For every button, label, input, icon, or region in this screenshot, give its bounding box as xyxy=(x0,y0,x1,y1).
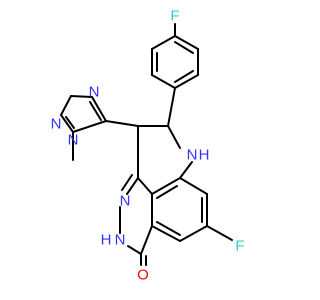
bond xyxy=(140,225,153,255)
bond xyxy=(151,225,181,242)
hydrazide-nitrogen: N xyxy=(115,232,126,249)
fluorine-atom-top: F xyxy=(170,8,179,25)
bond xyxy=(179,225,208,242)
bond xyxy=(70,95,93,98)
triazole-nitrogen-1: N xyxy=(89,84,100,101)
bond xyxy=(126,177,139,195)
bond xyxy=(167,125,181,149)
bond xyxy=(151,74,176,89)
amine-hydrogen: H xyxy=(199,147,210,164)
triazole-nitrogen-2: N xyxy=(51,116,62,133)
bonds xyxy=(60,23,233,266)
bond xyxy=(179,177,208,195)
bond xyxy=(127,245,142,255)
bond xyxy=(174,74,199,89)
bond xyxy=(89,101,102,121)
bond xyxy=(174,35,199,50)
fluorine-atom-ring: F xyxy=(235,238,244,255)
carbonyl-oxygen: O xyxy=(137,267,149,284)
bond xyxy=(156,221,181,236)
bond xyxy=(65,116,75,129)
bond xyxy=(121,174,133,191)
bond xyxy=(151,35,176,50)
hydrazide-hydrogen: H xyxy=(101,232,112,249)
bond xyxy=(206,225,233,241)
triazole-nitrogen-3: N xyxy=(68,132,79,149)
bond xyxy=(151,177,181,195)
atom-labels: F N N N N H N H N O F xyxy=(51,8,245,284)
bond xyxy=(60,95,72,116)
molecule-structure: F N N N N H N H N O F xyxy=(51,8,245,284)
bond xyxy=(174,70,194,83)
bond xyxy=(105,120,139,127)
bond xyxy=(167,87,176,127)
bond xyxy=(174,41,194,54)
bond xyxy=(60,114,74,133)
bond xyxy=(72,120,107,133)
amine-nitrogen: N xyxy=(187,147,198,164)
bond xyxy=(179,161,193,179)
molecule-canvas: F N N N N H N H N O F xyxy=(50,7,245,284)
bond xyxy=(156,185,178,199)
bond xyxy=(137,177,153,195)
diazine-nitrogen: N xyxy=(120,193,131,210)
bond xyxy=(91,96,107,122)
